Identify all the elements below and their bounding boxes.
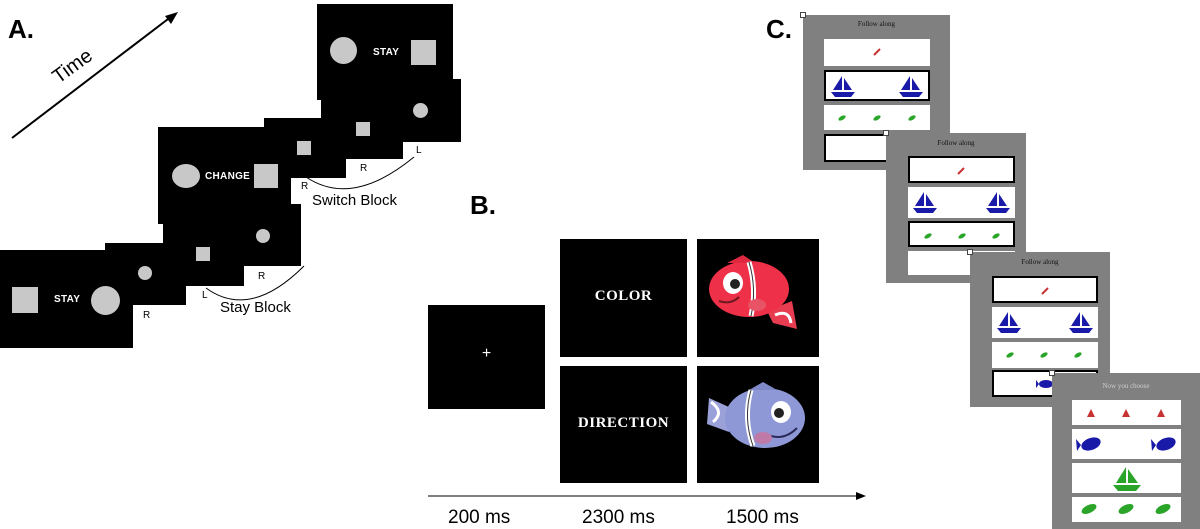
choice-row-boats xyxy=(908,187,1015,218)
fish-icon xyxy=(1036,380,1053,388)
window-corner xyxy=(883,130,889,136)
boat-icon xyxy=(1069,312,1093,333)
circle-shape xyxy=(91,286,120,315)
bug-icon xyxy=(873,48,881,56)
stay-block-bracket xyxy=(205,265,305,301)
duration-cue: 2300 ms xyxy=(582,507,655,528)
response-label: R xyxy=(301,181,309,192)
circle-shape xyxy=(413,103,428,118)
cue-screen-color: COLOR xyxy=(560,239,687,357)
boat-icon xyxy=(986,192,1010,213)
trial-screen-stay-top: STAY xyxy=(317,4,453,100)
fixation-screen: + xyxy=(428,305,545,409)
boat-icon xyxy=(1113,467,1141,491)
cue-direction-text: DIRECTION xyxy=(577,415,670,431)
leaf-icon xyxy=(1074,352,1082,358)
target-row xyxy=(824,39,930,66)
choice-row-leaves xyxy=(908,221,1015,247)
square-shape xyxy=(297,141,311,155)
cue-color-text: COLOR xyxy=(594,288,653,304)
panel-b-label: B. xyxy=(470,190,496,220)
stay-cue-text: STAY xyxy=(373,47,400,58)
square-shape xyxy=(12,287,38,313)
fixation-cross: + xyxy=(481,345,492,362)
bug-icon xyxy=(957,167,965,175)
bug-icon xyxy=(1157,409,1165,417)
choice-row-bugs xyxy=(1072,400,1181,425)
response-label: R xyxy=(143,310,151,321)
game-screen-1: Follow along xyxy=(800,12,950,170)
stimulus-screen-bottom xyxy=(697,366,819,483)
square-shape xyxy=(196,247,210,261)
switch-block-bracket xyxy=(305,156,415,190)
panel-c-label: C. xyxy=(766,14,792,44)
leaf-icon xyxy=(838,115,846,121)
blue-clownfish-icon xyxy=(707,382,805,448)
game-screen-3: Follow along xyxy=(967,249,1110,407)
duration-fixation: 200 ms xyxy=(448,507,511,528)
square-shape xyxy=(254,164,278,188)
screen-title: Follow along xyxy=(937,139,975,147)
square-shape xyxy=(411,40,436,65)
fish-icon xyxy=(1151,437,1176,451)
time-arrow xyxy=(11,12,178,139)
switch-block-label: Switch Block xyxy=(312,192,398,209)
response-label: R xyxy=(258,271,266,282)
square-shape xyxy=(356,122,370,136)
panel-a-label: A. xyxy=(8,14,34,44)
circle-shape xyxy=(172,164,200,188)
leaf-icon xyxy=(1040,352,1048,358)
circle-shape xyxy=(256,229,270,243)
screen-title: Follow along xyxy=(857,20,896,28)
screen-title: Follow along xyxy=(1021,258,1059,266)
bug-icon xyxy=(1122,409,1130,417)
game-screen-4: Now you choose xyxy=(1049,370,1200,529)
stay-cue-text: STAY xyxy=(54,294,81,305)
leaf-icon xyxy=(1155,504,1171,514)
window-corner xyxy=(800,12,806,18)
leaf-icon xyxy=(992,233,1000,239)
trial-screen-stay-bottom: STAY xyxy=(0,250,133,348)
choice-row-leaves xyxy=(992,342,1098,368)
bug-icon xyxy=(1087,409,1095,417)
boat-icon xyxy=(997,312,1021,333)
window-corner xyxy=(967,249,973,255)
response-label: R xyxy=(360,163,368,174)
boat-icon xyxy=(913,192,937,213)
leaf-icon xyxy=(908,115,916,121)
circle-shape xyxy=(330,37,357,64)
leaf-icon xyxy=(1081,504,1097,514)
stimulus-screen-top xyxy=(697,239,819,357)
timeline-arrow xyxy=(428,492,866,500)
leaf-icon xyxy=(1118,504,1134,514)
window-corner xyxy=(1049,370,1055,376)
boat-icon xyxy=(831,76,855,97)
fish-icon xyxy=(1076,437,1101,451)
screen-title: Now you choose xyxy=(1102,382,1150,390)
choice-row-leaves xyxy=(824,105,930,130)
bug-icon xyxy=(1041,287,1049,295)
choice-row-boats xyxy=(992,307,1098,338)
change-cue-text: CHANGE xyxy=(205,171,251,182)
stay-block-label: Stay Block xyxy=(220,299,291,316)
leaf-icon xyxy=(873,115,881,121)
circle-shape xyxy=(138,266,152,280)
leaf-icon xyxy=(958,233,966,239)
choice-row-fish xyxy=(1072,429,1181,459)
duration-stimulus: 1500 ms xyxy=(726,507,799,528)
choice-row-leaves xyxy=(1072,497,1181,522)
response-label: L xyxy=(416,145,422,156)
leaf-icon xyxy=(924,233,932,239)
choice-row-boat xyxy=(1072,463,1181,493)
red-clownfish-icon xyxy=(709,255,797,329)
boat-icon xyxy=(899,76,923,97)
leaf-icon xyxy=(1006,352,1014,358)
response-label: L xyxy=(202,290,208,301)
choice-row-boats xyxy=(824,70,930,101)
target-row xyxy=(992,276,1098,303)
target-row xyxy=(908,156,1015,183)
cue-screen-direction: DIRECTION xyxy=(560,366,687,483)
